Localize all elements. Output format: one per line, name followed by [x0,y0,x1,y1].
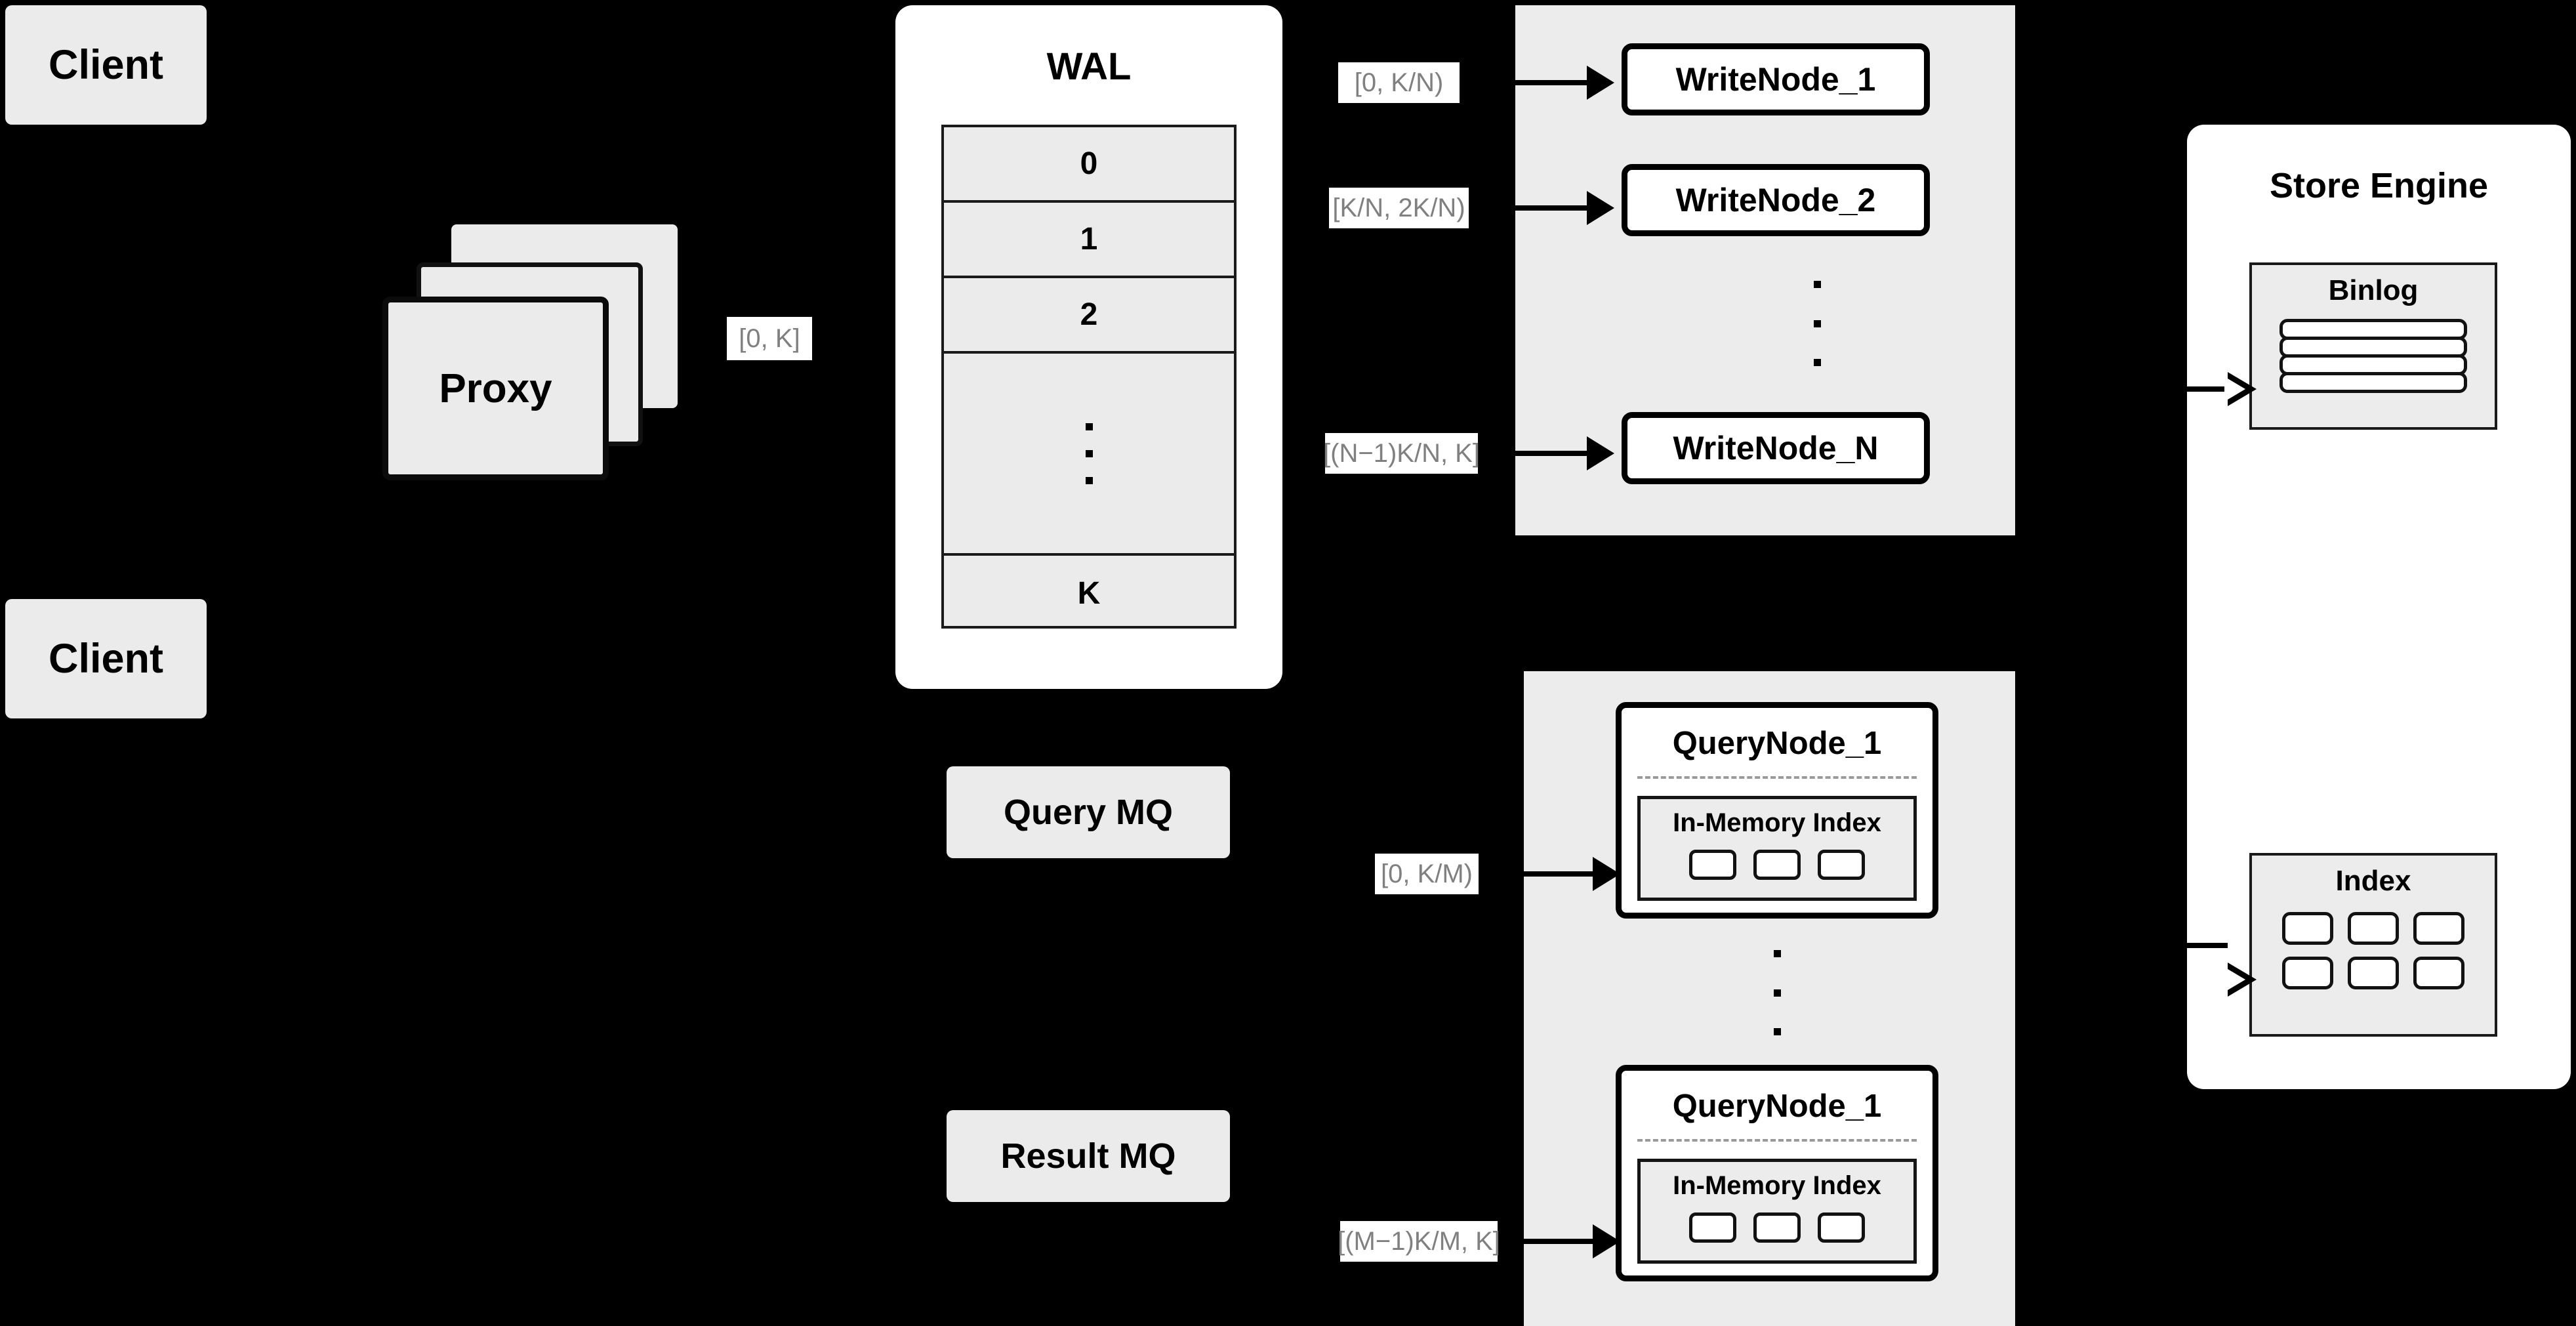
client-box-1[interactable]: Client [5,5,207,125]
index-cell [1689,850,1736,880]
ellipsis-dot [1813,359,1821,366]
result-mq-box[interactable]: Result MQ [947,1110,1230,1202]
wal-entry-row-last: K [1077,575,1101,611]
index-section: Index [2249,853,2497,1037]
in-memory-index-1-cells [1641,850,1913,880]
wal-panel: WAL 0 1 2 K [895,5,1282,689]
index-cell [1689,1212,1736,1243]
query-node-2-divider [1637,1139,1917,1142]
index-cell [1818,850,1865,880]
binlog-slot [2280,372,2467,393]
index-cell [2413,957,2464,989]
range-label-write-1: [0, K/N) [1338,62,1460,103]
wal-entry-list: 0 1 2 K [941,125,1237,629]
query-node-1[interactable]: QueryNode_1 In-Memory Index [1616,702,1938,919]
store-engine-title: Store Engine [2269,166,2489,205]
arrow-line-write-1 [1474,80,1587,85]
binlog-title: Binlog [2328,274,2419,306]
write-node-2-label: WriteNode_2 [1675,182,1876,218]
write-node-2[interactable]: WriteNode_2 [1622,164,1930,236]
index-cell [2348,912,2399,945]
arrow-line-query-1 [1482,871,1593,877]
write-node-1-label: WriteNode_1 [1675,61,1876,98]
in-memory-index-2-title: In-Memory Index [1673,1171,1881,1200]
binlog-slot-list [2280,319,2467,393]
arrow-head-query-m [1593,1224,1620,1258]
arrow-head-binlog [2224,372,2257,406]
index-cell [2282,957,2333,989]
ellipsis-dot [1085,449,1093,457]
range-label-write-2: [K/N, 2K/N) [1329,188,1469,228]
index-title: Index [2335,865,2411,897]
wal-title: WAL [1046,45,1132,88]
query-node-ellipsis [1772,950,1782,1035]
index-cell [1753,850,1801,880]
client-box-2[interactable]: Client [5,599,207,718]
query-node-cluster: QueryNode_1 In-Memory Index QueryNode_1 [1524,671,2015,1326]
ellipsis-dot [1813,281,1821,288]
arrow-head-write-1 [1587,66,1614,100]
ellipsis-dot [1773,950,1781,957]
store-engine-panel: Store Engine Binlog Index [2187,125,2571,1089]
query-node-1-divider [1637,776,1917,779]
client-label-2: Client [48,636,163,682]
proxy-label: Proxy [439,365,552,411]
proxy-card-front[interactable]: Proxy [382,297,609,480]
write-node-n-label: WriteNode_N [1673,430,1879,466]
write-node-cluster: WriteNode_1 WriteNode_2 WriteNode_N [1515,5,2015,535]
arrow-line-index [2187,943,2228,948]
in-memory-index-1: In-Memory Index [1637,796,1917,901]
ellipsis-dot [1773,989,1781,997]
index-cell [1818,1212,1865,1243]
query-node-2[interactable]: QueryNode_1 In-Memory Index [1616,1065,1938,1281]
in-memory-index-1-title: In-Memory Index [1673,808,1881,837]
in-memory-index-2: In-Memory Index [1637,1159,1917,1264]
write-node-n[interactable]: WriteNode_N [1622,412,1930,484]
range-label-write-n: [(N−1)K/N, K] [1323,433,1480,474]
arrow-line-query-m [1502,1239,1593,1244]
ellipsis-dot [1813,320,1821,327]
wal-entry-ellipsis [944,354,1234,556]
binlog-slot [2280,319,2467,340]
arrow-line-write-2 [1474,205,1587,211]
wal-entry-row: 1 [944,203,1234,278]
query-node-1-label: QueryNode_1 [1672,726,1882,761]
wal-entry-row: 2 [944,278,1234,354]
arrow-line-write-n [1481,451,1587,456]
range-label-query-1: [0, K/M) [1375,854,1479,894]
ellipsis-dot [1773,1028,1781,1035]
range-label-query-m: [(M−1)K/M, K] [1338,1221,1500,1262]
query-mq-box[interactable]: Query MQ [947,766,1230,858]
query-mq-label: Query MQ [1003,793,1174,832]
write-node-1[interactable]: WriteNode_1 [1622,43,1930,115]
ellipsis-dot [1085,476,1093,484]
binlog-section: Binlog [2249,262,2497,430]
wal-entry-row: 0 [944,127,1234,203]
result-mq-label: Result MQ [1000,1136,1176,1176]
arrow-head-write-n [1587,436,1614,470]
arrow-line-binlog [2187,386,2228,392]
index-cell [1753,1212,1801,1243]
ellipsis-dot [1085,423,1093,430]
index-cell [2348,957,2399,989]
index-cell-grid [2252,912,2495,989]
arrow-head-index [2224,963,2257,997]
in-memory-index-2-cells [1641,1212,1913,1243]
write-node-ellipsis [1812,281,1822,366]
arrow-head-write-2 [1587,191,1614,225]
query-node-2-label: QueryNode_1 [1672,1088,1882,1124]
client-label-1: Client [48,42,163,88]
index-cell [2282,912,2333,945]
index-cell [2413,912,2464,945]
range-label-proxy: [0, K] [727,317,812,360]
arrow-head-query-1 [1593,857,1620,891]
